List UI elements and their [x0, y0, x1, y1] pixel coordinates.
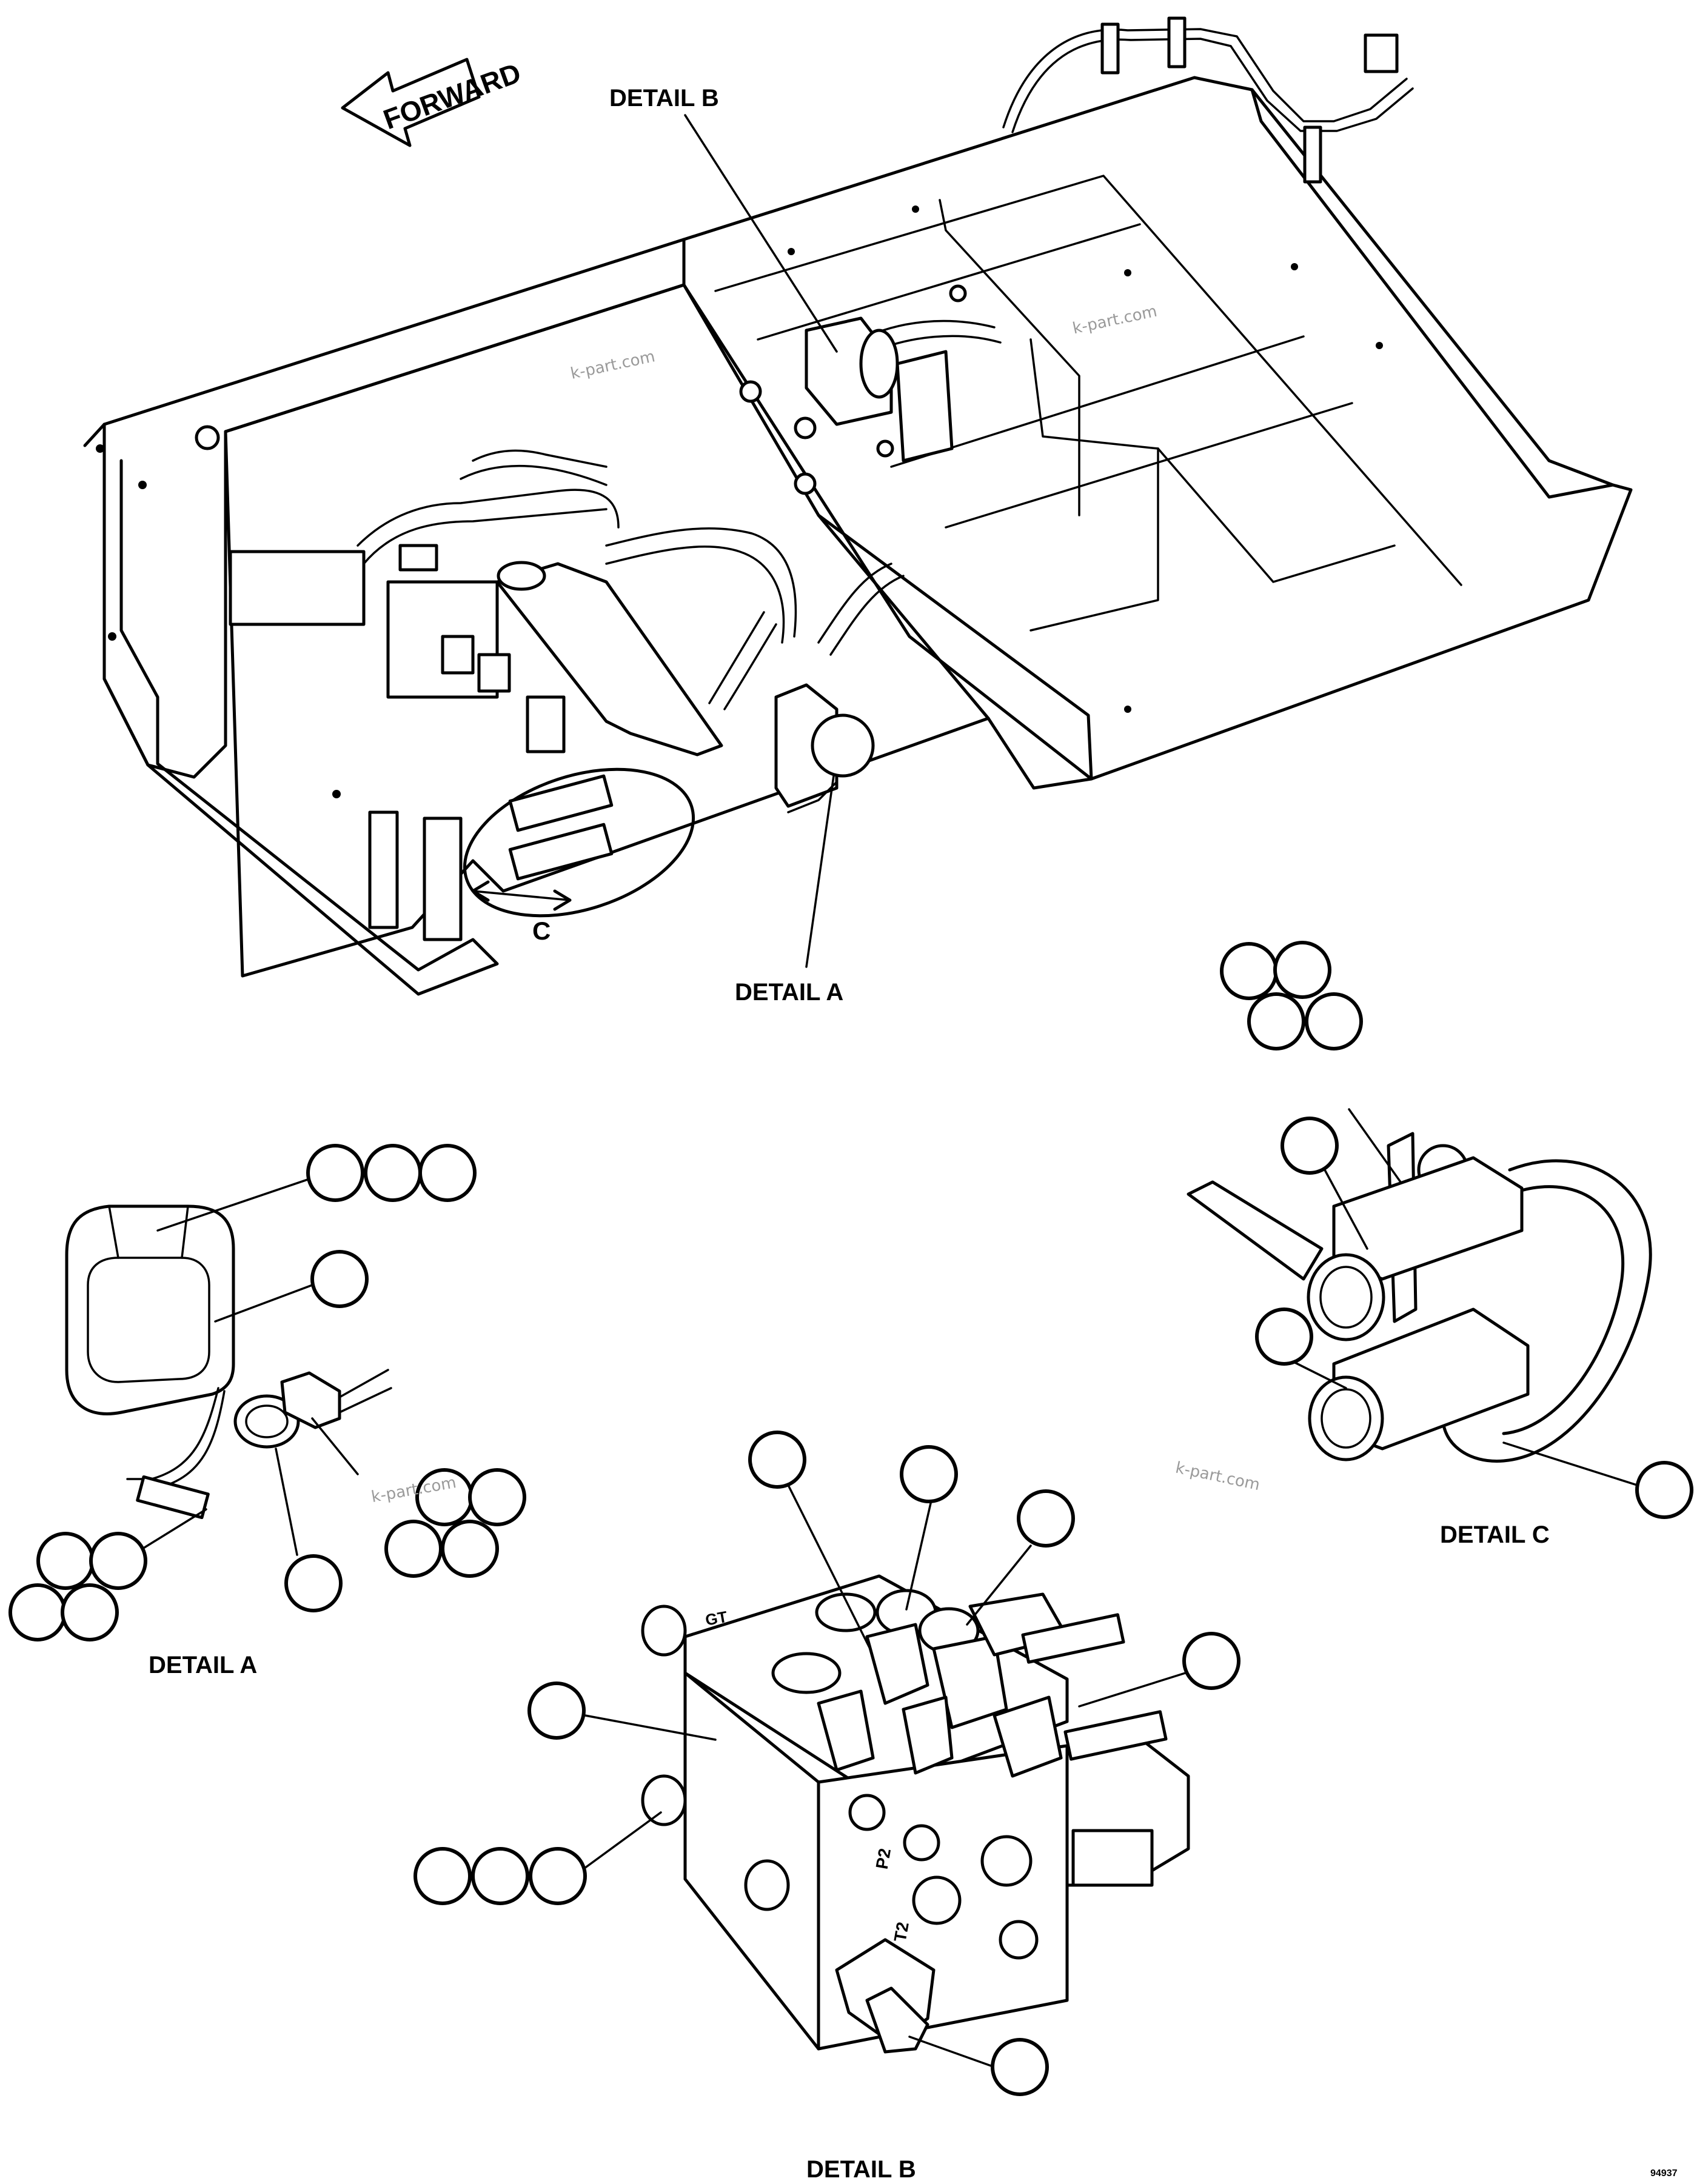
detail-a-coil: [233, 1394, 300, 1449]
item-balloon: [1305, 992, 1363, 1050]
end-plate: [83, 422, 499, 996]
item-balloon: [36, 1532, 95, 1590]
hoses: [357, 319, 1002, 710]
tray-right-wall: [682, 238, 1093, 781]
watermark-4: k-part.com: [1174, 1459, 1262, 1495]
svg-text:T2: T2: [891, 1920, 912, 1943]
item-balloon: [1281, 1117, 1339, 1175]
valve-block-cluster: [229, 544, 566, 753]
svg-text:P2: P2: [872, 1847, 894, 1871]
item-balloon: [527, 1681, 586, 1740]
svg-text:GT: GT: [704, 1608, 729, 1629]
item-balloon: [441, 1520, 499, 1578]
item-balloon: [306, 1144, 364, 1202]
item-balloon: [384, 1520, 443, 1578]
connector-4: [1364, 33, 1399, 73]
item-balloon: [8, 1583, 67, 1641]
detail-c-title: DETAIL C: [1440, 1521, 1550, 1548]
frame-bolts: [96, 205, 1383, 798]
item-balloon: [1182, 1632, 1240, 1690]
pump-motor: [805, 316, 954, 463]
filter-cap: [497, 561, 546, 591]
item-balloon: [413, 1847, 472, 1905]
item-balloon: [471, 1847, 529, 1905]
item-balloon: [1273, 941, 1331, 999]
item-balloon: [89, 1532, 147, 1590]
detail-a-leader: [805, 775, 835, 968]
partition-7: [1157, 447, 1396, 583]
partition-2: [757, 223, 1141, 341]
item-balloon: [468, 1468, 526, 1526]
detail-b-elbow-fitting: [865, 1986, 929, 2054]
detail-a-plug: [136, 1475, 210, 1520]
item-balloon: [529, 1847, 587, 1905]
item-balloon: [61, 1583, 119, 1641]
item-balloon: [991, 2038, 1049, 2096]
tray-floor: [224, 283, 990, 978]
connector-3: [1303, 125, 1322, 184]
item-balloon: [1017, 1489, 1075, 1548]
item-balloon: [284, 1554, 343, 1612]
item-balloon: [364, 1144, 422, 1202]
forward-arrow: FORWARD: [341, 56, 525, 147]
drawing-number: 94937: [1650, 2168, 1678, 2179]
mounting-bracket-1: [368, 810, 399, 929]
detail-b-title: DETAIL B: [806, 2156, 916, 2183]
detail-b-callout-label: DETAIL B: [609, 85, 719, 112]
partition-4: [945, 402, 1353, 529]
detail-c-tube: [1187, 1180, 1324, 1281]
detail-a-fitting: [280, 1371, 341, 1429]
item-balloons: [8, 941, 1693, 2096]
detail-c: DETAIL C: [1187, 1108, 1652, 1548]
item-balloon: [1635, 1461, 1693, 1519]
partition-6: [1029, 338, 1159, 632]
item-balloon: [900, 1445, 958, 1503]
watermark-1: k-part.com: [569, 347, 657, 383]
detail-b: P2 T2 GT DETAIL B: [581, 1484, 1190, 2183]
detail-b-leader: [684, 114, 838, 353]
main-assembly: FORWARD: [83, 16, 1633, 1006]
partition-1: [714, 175, 1462, 586]
tray-back-wall: [682, 76, 1633, 790]
detail-c-callout-label: C: [532, 917, 551, 945]
top-wiring: [1002, 16, 1414, 184]
tray-lip: [1250, 88, 1615, 499]
connector-2: [1167, 16, 1187, 68]
detail-c-callout: C: [463, 767, 695, 945]
detail-a-title: DETAIL A: [149, 1652, 257, 1678]
detail-a-component: [774, 683, 875, 813]
detail-a-callout-label: DETAIL A: [735, 979, 843, 1006]
detail-b-plugs: P2 T2 GT: [641, 1605, 1039, 1960]
mounting-bracket-2: [423, 816, 463, 941]
detail-b-fittings: [771, 1589, 1168, 1778]
detail-c-loop: [1441, 1159, 1652, 1463]
filter-cylinder: [495, 562, 723, 756]
connector-1: [1100, 22, 1120, 75]
item-balloon: [1220, 942, 1278, 1000]
item-balloon: [748, 1431, 806, 1489]
detail-b-connector: [1071, 1829, 1154, 1887]
item-balloon: [1247, 992, 1305, 1050]
item-balloon: [418, 1144, 477, 1202]
item-balloon: [1255, 1307, 1313, 1366]
item-balloon: [310, 1250, 369, 1308]
watermark-2: k-part.com: [1071, 302, 1159, 338]
partition-3: [890, 335, 1305, 468]
partition-5: [939, 199, 1080, 516]
detail-a: DETAIL A: [65, 1178, 392, 1678]
